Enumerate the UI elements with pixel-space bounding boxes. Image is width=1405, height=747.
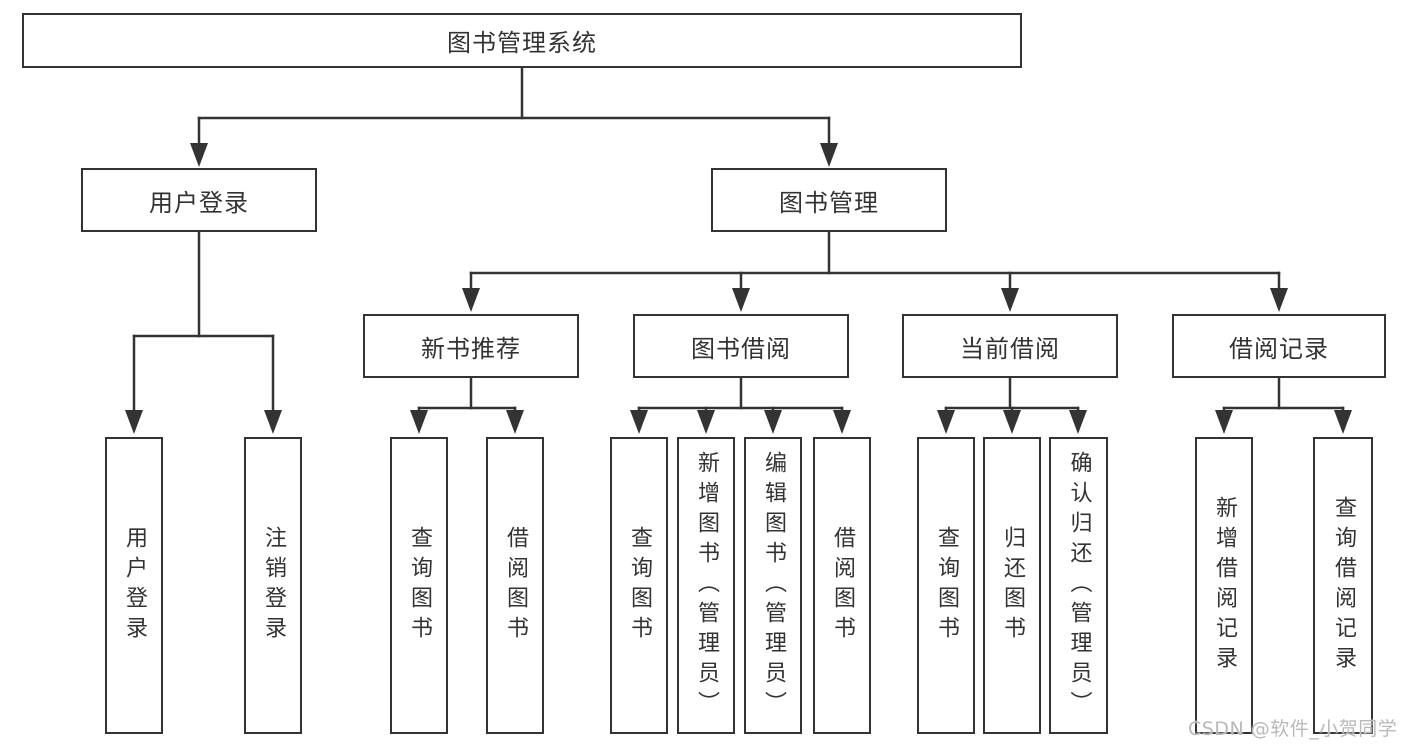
leaf-current-query-books-label: 查询图书 <box>934 525 959 646</box>
node-current-borrow: 当前借阅 <box>902 314 1118 378</box>
leaf-borrow-add-books-admin-label: 新增图书（管理员） <box>694 450 719 721</box>
leaf-records-add-record: 新增借阅记录 <box>1195 437 1253 734</box>
leaf-records-query-record-label: 查询借阅记录 <box>1331 495 1356 676</box>
node-book-management-label: 图书管理 <box>779 188 879 217</box>
leaf-logout-label: 注销登录 <box>261 525 286 646</box>
leaf-records-add-record-label: 新增借阅记录 <box>1212 495 1237 676</box>
node-borrow-records-label: 借阅记录 <box>1229 334 1329 363</box>
leaf-recommend-borrow-books: 借阅图书 <box>486 437 544 734</box>
node-book-management: 图书管理 <box>711 168 947 232</box>
leaf-borrow-edit-books-admin-label: 编辑图书（管理员） <box>761 450 786 721</box>
leaf-recommend-query-books: 查询图书 <box>390 437 448 734</box>
node-user-login-label: 用户登录 <box>149 188 249 217</box>
node-user-login: 用户登录 <box>81 168 317 232</box>
leaf-current-confirm-return-admin: 确认归还（管理员） <box>1049 437 1108 734</box>
leaf-borrow-edit-books-admin: 编辑图书（管理员） <box>744 437 802 734</box>
leaf-borrow-query-books-label: 查询图书 <box>627 525 652 646</box>
leaf-logout: 注销登录 <box>244 437 302 734</box>
leaf-current-return-books: 归还图书 <box>983 437 1041 734</box>
node-borrow-records: 借阅记录 <box>1172 314 1386 378</box>
leaf-current-confirm-return-admin-label: 确认归还（管理员） <box>1066 450 1092 721</box>
leaf-borrow-query-books: 查询图书 <box>610 437 668 734</box>
leaf-recommend-borrow-books-label: 借阅图书 <box>503 525 528 646</box>
leaf-current-return-books-label: 归还图书 <box>1000 525 1025 646</box>
node-root: 图书管理系统 <box>22 13 1022 68</box>
leaf-user-login-label: 用户登录 <box>122 525 147 646</box>
leaf-user-login: 用户登录 <box>105 437 163 734</box>
node-book-borrow-label: 图书借阅 <box>691 334 791 363</box>
node-root-label: 图书管理系统 <box>447 29 597 57</box>
node-book-borrow: 图书借阅 <box>633 314 849 378</box>
leaf-current-query-books: 查询图书 <box>917 437 975 734</box>
arrowheads <box>125 143 1352 434</box>
leaf-recommend-query-books-label: 查询图书 <box>407 525 432 646</box>
leaf-borrow-borrow-books-label: 借阅图书 <box>830 525 855 646</box>
csdn-watermark: CSDN @软件_小贺同学 <box>1188 718 1398 740</box>
leaf-borrow-add-books-admin: 新增图书（管理员） <box>677 437 735 734</box>
node-new-book-recommend: 新书推荐 <box>363 314 579 378</box>
leaf-records-query-record: 查询借阅记录 <box>1313 437 1373 734</box>
node-new-book-recommend-label: 新书推荐 <box>421 334 521 363</box>
leaf-borrow-borrow-books: 借阅图书 <box>813 437 871 734</box>
node-current-borrow-label: 当前借阅 <box>960 334 1060 363</box>
